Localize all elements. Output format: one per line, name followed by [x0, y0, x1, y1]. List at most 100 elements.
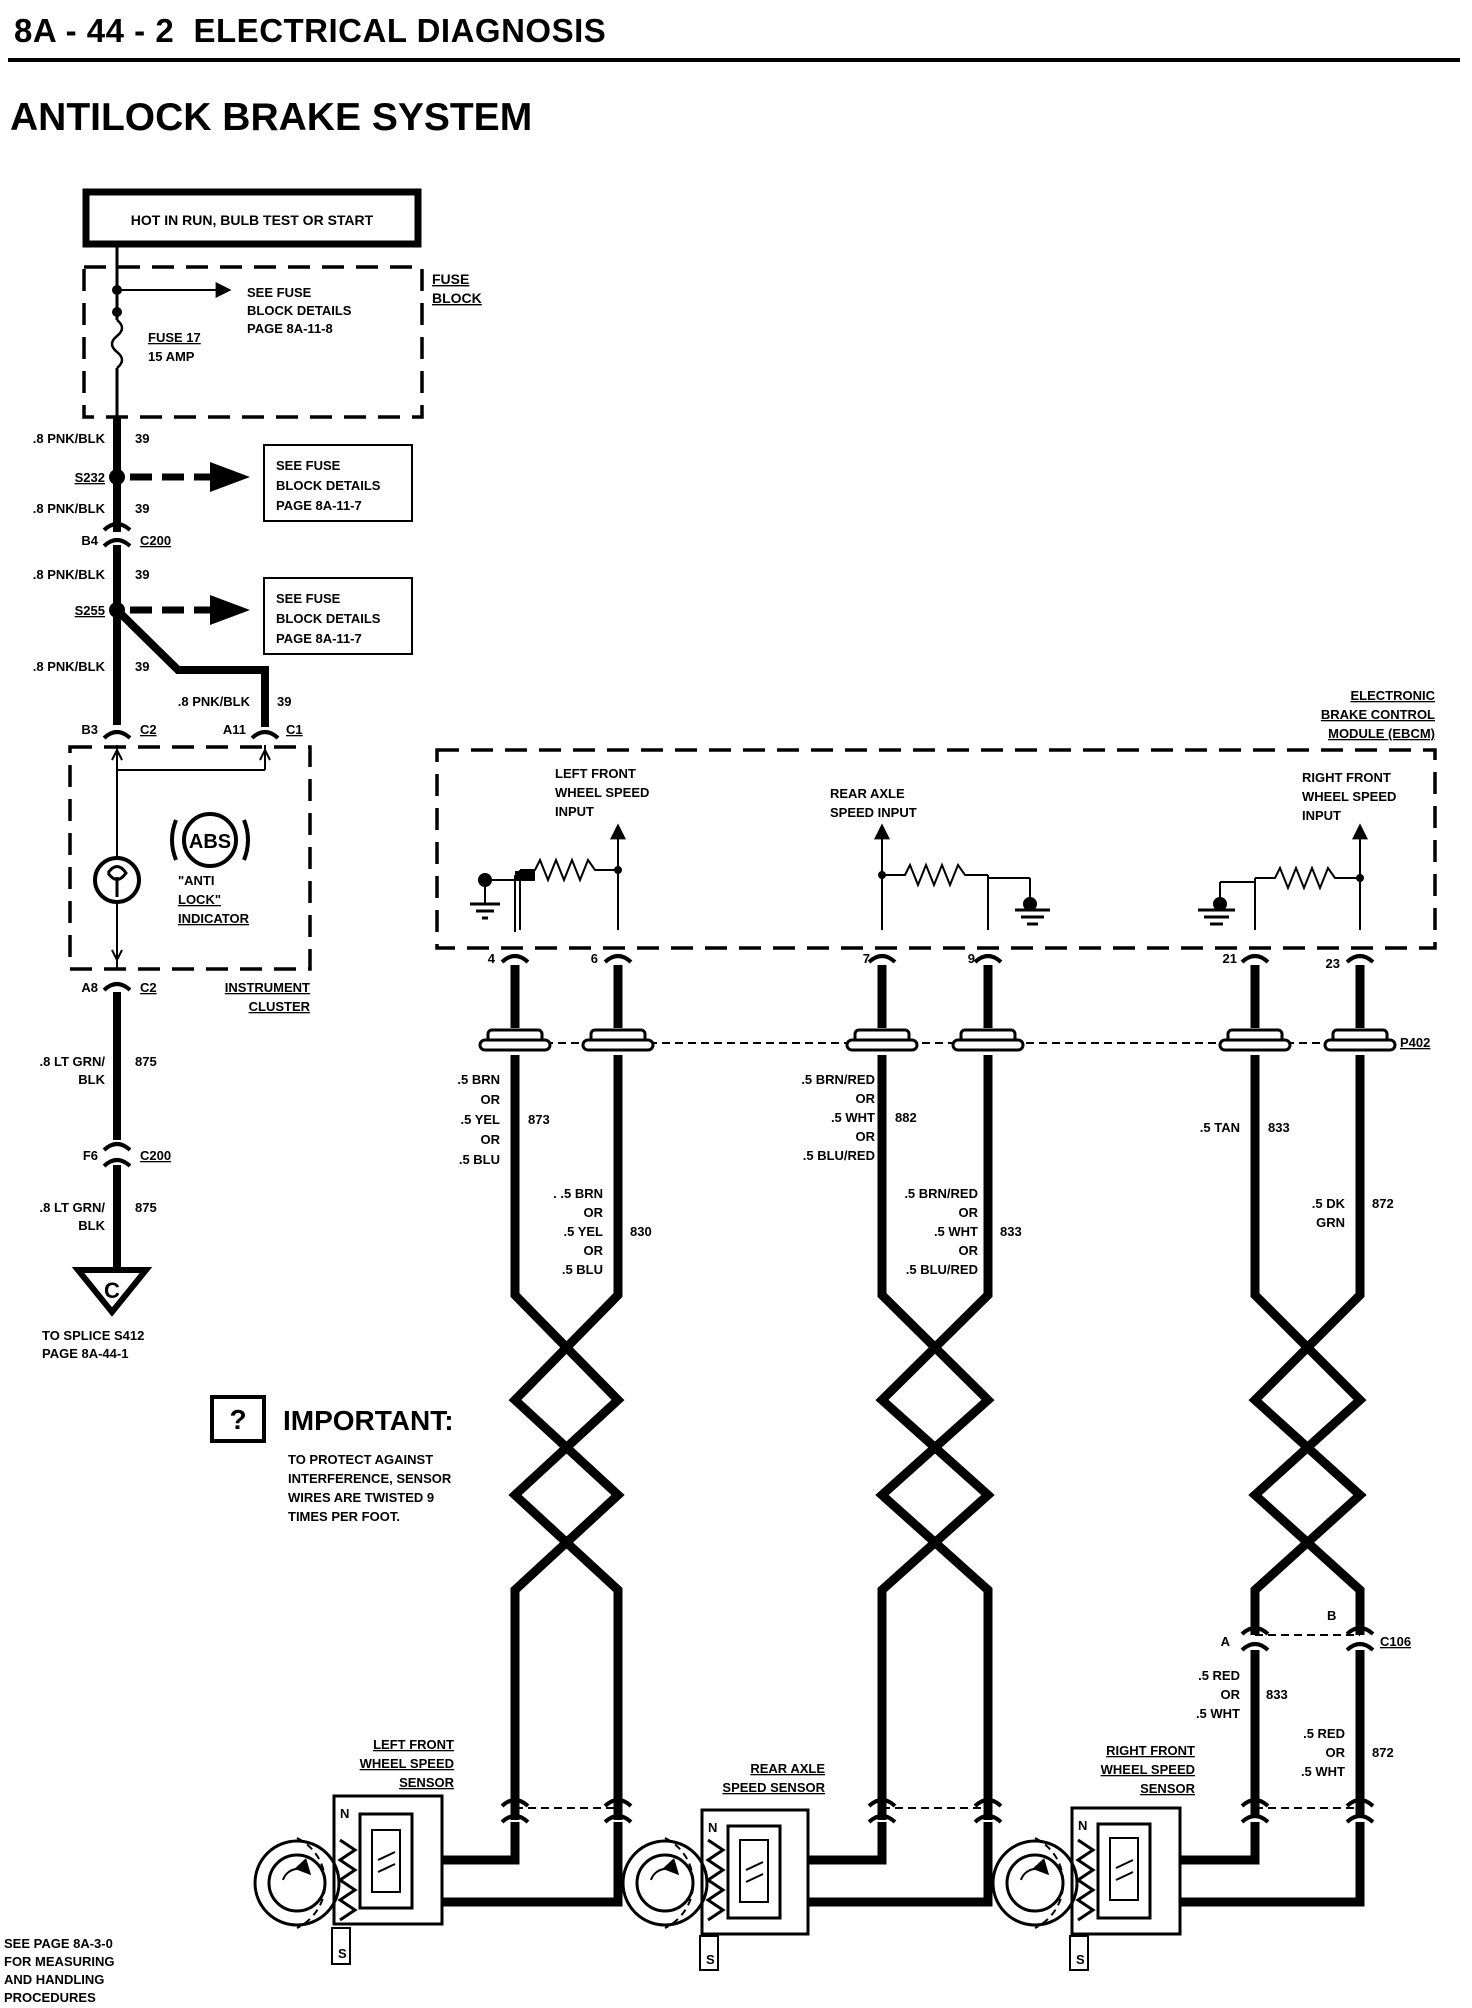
lf-pole-s: S	[338, 1946, 347, 1961]
fuse-block-label-1: FUSE	[432, 271, 469, 287]
feed-wire1-color: .8 PNK/BLK	[33, 431, 106, 446]
pin-a11: A11	[223, 722, 246, 737]
rear-tone-ring-icon	[621, 1839, 709, 1927]
gnd-splice-ref-2: PAGE 8A-44-1	[42, 1346, 128, 1361]
w833a-circuit: 833	[1000, 1224, 1022, 1239]
c106-label: C106	[1380, 1634, 1411, 1649]
pin-7: 7	[863, 951, 870, 966]
rf-pole-s: S	[1076, 1952, 1085, 1967]
splice-reference-triangle	[71, 1267, 153, 1317]
gnd-splice-ref-1: TO SPLICE S412	[42, 1328, 144, 1343]
lf-sensor-label-1: LEFT FRONT	[373, 1737, 454, 1752]
rf-lower-w833-1: .5 RED	[1198, 1668, 1240, 1683]
rear-input-1: REAR AXLE	[830, 786, 905, 801]
w830-l5: .5 BLU	[562, 1262, 603, 1277]
rf-input-1: RIGHT FRONT	[1302, 770, 1391, 785]
important-text-1: TO PROTECT AGAINST	[288, 1452, 433, 1467]
cluster-label-2: CLUSTER	[249, 999, 311, 1014]
w830-l3: .5 YEL	[563, 1224, 603, 1239]
rf-sensor-label-2: WHEEL SPEED	[1101, 1762, 1195, 1777]
w873-l4: OR	[481, 1132, 501, 1147]
ebcm-label-1: ELECTRONIC	[1351, 688, 1436, 703]
fuse-block-label-2: BLOCK	[432, 290, 482, 306]
lf-tone-ring-icon	[253, 1839, 341, 1927]
w830-circuit: 830	[630, 1224, 652, 1239]
feed-circuit: .8 PNK/BLK 39 S232 SEE FUSE BLOCK DETAIL…	[33, 417, 413, 727]
w833b-circuit: 833	[1268, 1120, 1290, 1135]
footer-line-3: AND HANDLING	[4, 1972, 104, 1987]
w882-circuit: 882	[895, 1110, 917, 1125]
wire-873-label: .5 BRN OR .5 YEL OR .5 BLU 873	[457, 1072, 549, 1167]
rf-lower-c833: 833	[1266, 1687, 1288, 1702]
w873-l1: .5 BRN	[457, 1072, 500, 1087]
pin-4: 4	[488, 951, 496, 966]
lf-input-circuit	[470, 823, 626, 932]
feed-wire2-circuit: 39	[135, 501, 149, 516]
important-text-2: INTERFERENCE, SENSOR	[288, 1471, 452, 1486]
sensor-wires	[508, 965, 1367, 1820]
splice1-ref-3: PAGE 8A-11-7	[276, 498, 362, 513]
header-rule	[8, 58, 1460, 62]
pin-a8: A8	[81, 980, 98, 995]
indicator-label-3: INDICATOR	[178, 911, 250, 926]
rear-input-circuit	[874, 823, 1050, 930]
conn1-pin: B4	[81, 533, 98, 548]
rf-wheel-speed-sensor: RIGHT FRONT WHEEL SPEED SENSOR N S	[991, 1743, 1196, 1971]
gnd-wire1-circuit: 875	[135, 1054, 157, 1069]
w873-l2: OR	[481, 1092, 501, 1107]
w833a-l3: .5 WHT	[934, 1224, 978, 1239]
fuse-symbol	[110, 319, 124, 369]
important-title: IMPORTANT:	[283, 1405, 454, 1436]
gnd-wire2-color-1: .8 LT GRN/	[40, 1200, 106, 1215]
fuse-ref-1: SEE FUSE	[247, 285, 312, 300]
conn-c2-top: C2	[140, 722, 157, 737]
lf-sensor-label-2: WHEEL SPEED	[360, 1756, 454, 1771]
w882-l4: OR	[856, 1129, 876, 1144]
feed-wire3-color: .8 PNK/BLK	[33, 567, 106, 582]
rf-lower-w872-2: OR	[1326, 1745, 1346, 1760]
important-icon	[210, 1395, 266, 1443]
important-text-4: TIMES PER FOOT.	[288, 1509, 400, 1524]
rf-input-circuit	[1198, 823, 1368, 930]
wire-830-label: . .5 BRN OR .5 YEL OR .5 BLU 830	[553, 1186, 652, 1277]
gnd-splice-letter: C	[104, 1278, 120, 1303]
splice2-ref-3: PAGE 8A-11-7	[276, 631, 362, 646]
sensor-connectors	[442, 1798, 1375, 1907]
gnd-wire2-color-2: BLK	[78, 1218, 105, 1233]
gnd-wire1-color-1: .8 LT GRN/	[40, 1054, 106, 1069]
fuse-rating: 15 AMP	[148, 349, 195, 364]
important-icon-glyph: ?	[229, 1404, 246, 1435]
footer-line-2: FOR MEASURING	[4, 1954, 115, 1969]
splice1-label: S232	[75, 470, 105, 485]
feed-wire2-color: .8 PNK/BLK	[33, 501, 106, 516]
w833a-l2: OR	[959, 1205, 979, 1220]
rf-input-3: INPUT	[1302, 808, 1341, 823]
pin-b3: B3	[81, 722, 98, 737]
wire-833a-label: .5 BRN/RED OR .5 WHT OR .5 BLU/RED 833	[904, 1186, 1021, 1277]
w872-l1: .5 DK	[1312, 1196, 1346, 1211]
system-title: ANTILOCK BRAKE SYSTEM	[10, 96, 533, 139]
indicator-label-2: LOCK"	[178, 892, 221, 907]
rear-sensor-label-1: REAR AXLE	[750, 1761, 825, 1776]
feed-wire4-color: .8 PNK/BLK	[33, 659, 106, 674]
w872-l2: GRN	[1316, 1215, 1345, 1230]
splice2-label: S255	[75, 603, 105, 618]
feed-wire1-circuit: 39	[135, 431, 149, 446]
hot-label: HOT IN RUN, BULB TEST OR START	[131, 212, 374, 228]
cluster-label-1: INSTRUMENT	[225, 980, 310, 995]
rf-sensor-label-3: SENSOR	[1140, 1781, 1196, 1796]
rear-pole-s: S	[706, 1952, 715, 1967]
indicator-label-1: "ANTI	[178, 873, 215, 888]
footer-line-4: PROCEDURES	[4, 1990, 96, 2005]
ebcm-label-2: BRAKE CONTROL	[1321, 707, 1435, 722]
abs-warning-icon	[182, 812, 238, 868]
feed-wire3-circuit: 39	[135, 567, 149, 582]
hot-box: HOT IN RUN, BULB TEST OR START	[82, 188, 422, 248]
rear-sensor-label-2: SPEED SENSOR	[722, 1780, 825, 1795]
rear-pole-n: N	[708, 1820, 717, 1835]
c106-pin-a: A	[1221, 1634, 1231, 1649]
rf-tone-ring-icon	[991, 1839, 1079, 1927]
conn-c2-bottom: C2	[140, 980, 157, 995]
rear-axle-speed-sensor: REAR AXLE SPEED SENSOR N S	[621, 1761, 826, 1971]
pin-21: 21	[1223, 951, 1237, 966]
